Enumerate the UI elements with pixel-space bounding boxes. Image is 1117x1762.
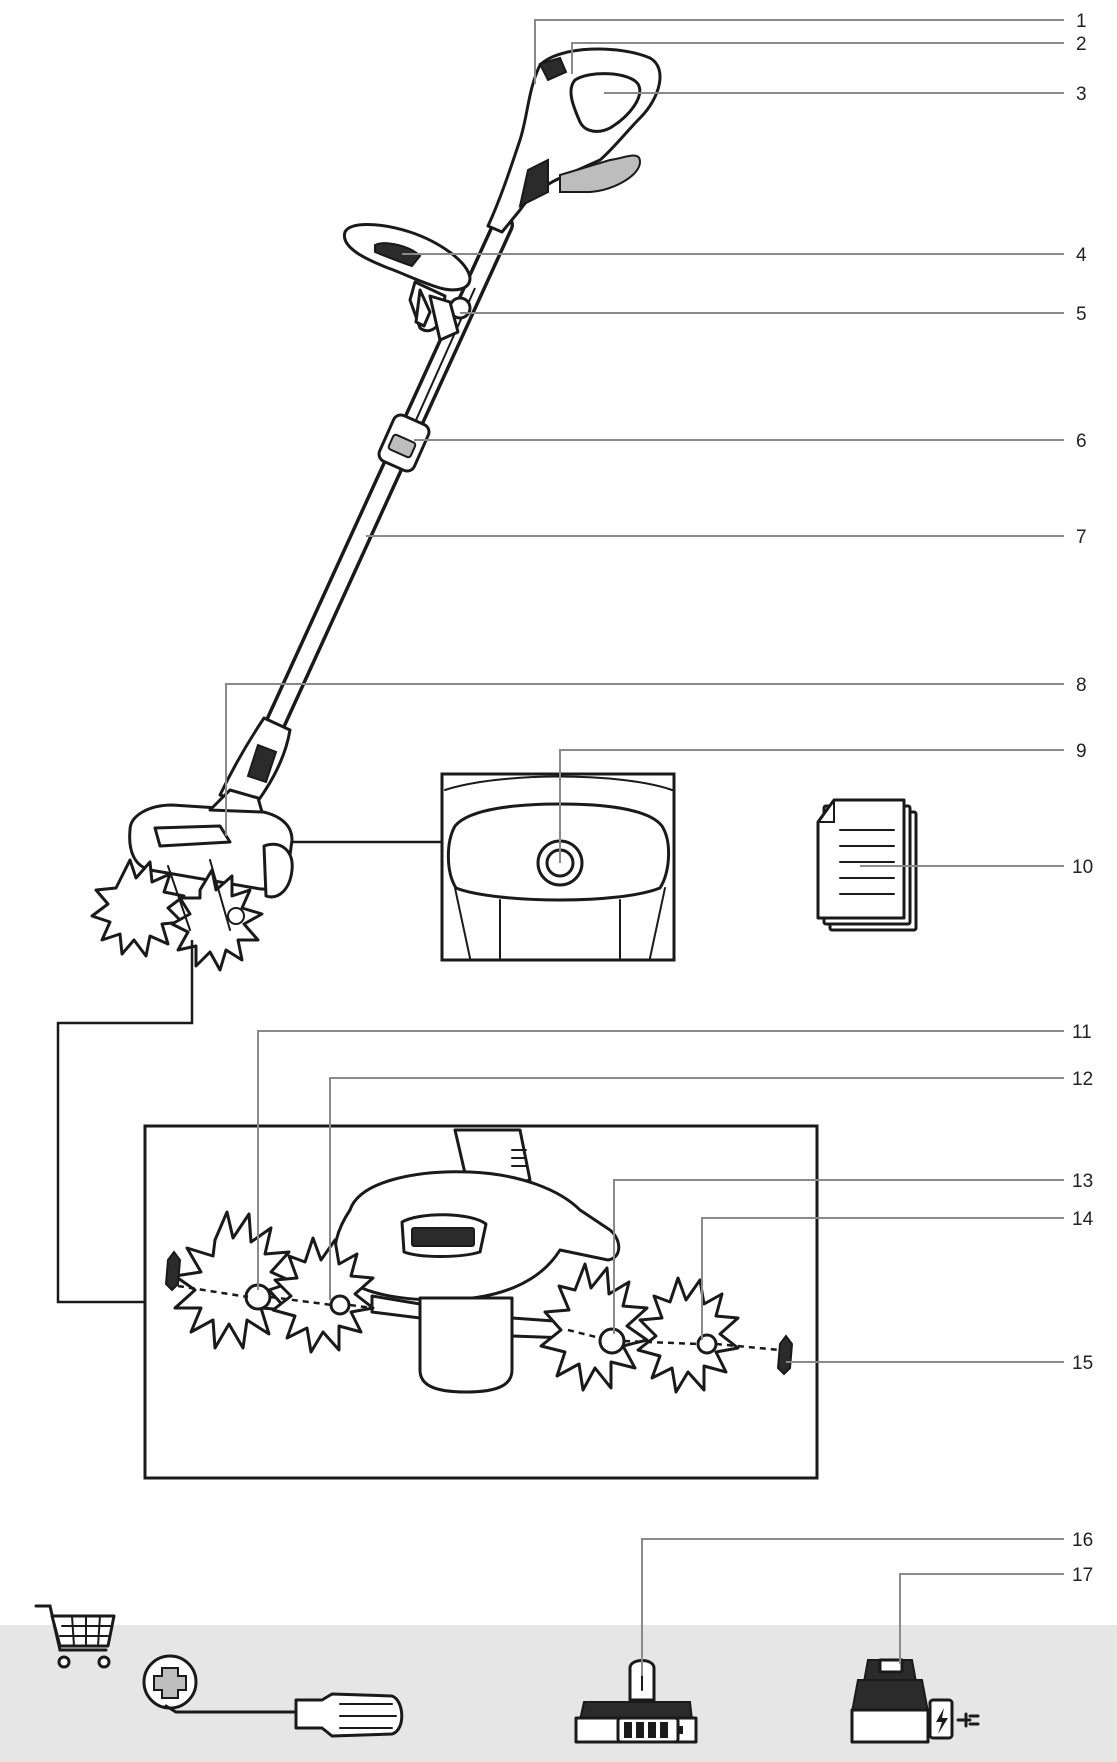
callout-2: 2 <box>1076 34 1087 55</box>
detail-inset-switch <box>292 772 676 962</box>
battery-pack-icon <box>574 1659 698 1744</box>
callout-7: 7 <box>1076 527 1087 548</box>
shopping-cart-icon <box>34 1604 116 1669</box>
callout-14: 14 <box>1072 1209 1094 1230</box>
callout-13: 13 <box>1072 1171 1093 1192</box>
callout-11: 11 <box>1072 1022 1092 1043</box>
battery-charger-icon <box>850 1658 980 1744</box>
callout-numbers: 1 2 3 4 5 6 7 8 9 10 11 12 13 14 15 16 1… <box>1072 11 1094 1586</box>
tiller-illustration <box>90 47 662 972</box>
callout-1: 1 <box>1076 11 1087 32</box>
callout-9: 9 <box>1076 741 1087 762</box>
screwdriver-icon <box>142 1654 404 1738</box>
callout-3: 3 <box>1076 84 1087 105</box>
callout-8: 8 <box>1076 675 1087 696</box>
callout-17: 17 <box>1072 1565 1093 1586</box>
callout-12: 12 <box>1072 1069 1093 1090</box>
callout-15: 15 <box>1072 1353 1093 1374</box>
callout-6: 6 <box>1076 431 1087 452</box>
detail-inset-tines <box>56 940 819 1480</box>
callout-10: 10 <box>1072 857 1093 878</box>
callout-16: 16 <box>1072 1530 1093 1551</box>
callout-5: 5 <box>1076 304 1087 325</box>
leader-lines <box>225 19 1064 1676</box>
callout-4: 4 <box>1076 245 1087 266</box>
